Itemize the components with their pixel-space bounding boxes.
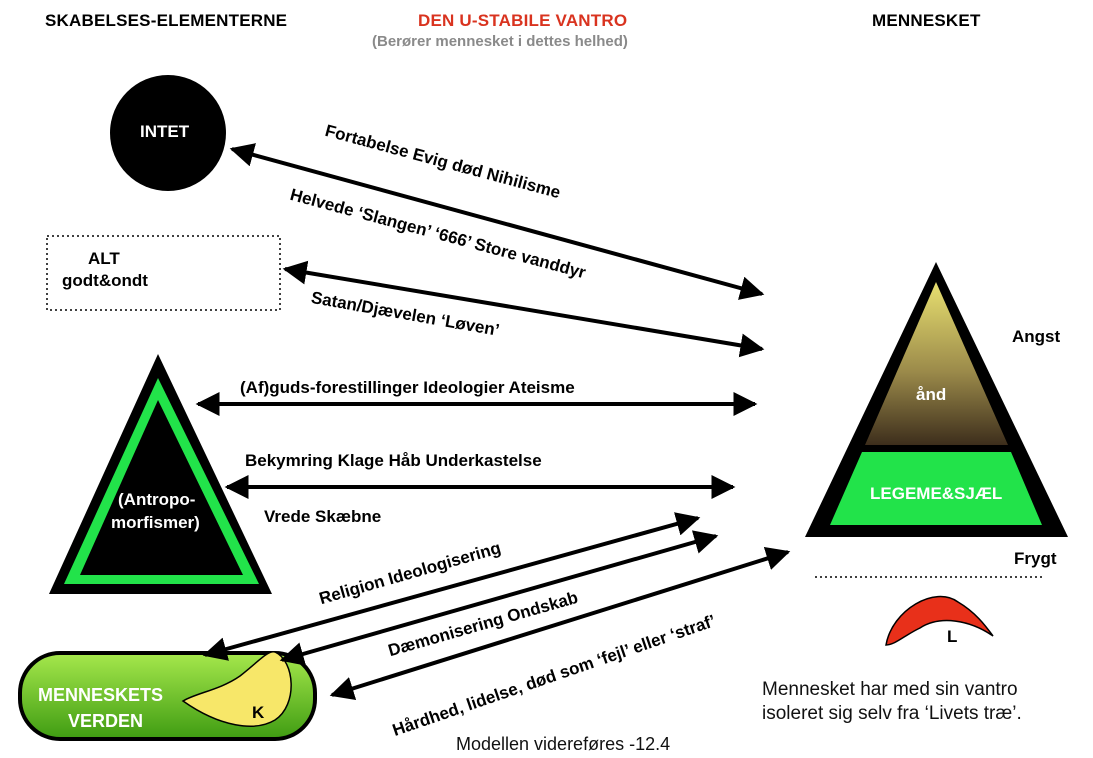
intet-label: INTET [140,122,190,141]
aand-section [865,282,1008,445]
arrow-haardhed [329,547,791,700]
frygt-label: Frygt [1014,549,1057,568]
header-right: MENNESKET [872,11,981,30]
header-left: SKABELSES-ELEMENTERNE [45,11,288,30]
intet-circle [110,75,226,191]
angst-label: Angst [1012,327,1061,346]
header-center-sub: (Berører mennesket i dettes helhed) [372,33,628,50]
header-center: DEN U-STABILE VANTRO [418,11,628,30]
antropo-label-2: morfismer) [111,513,200,532]
l-label: L [947,627,958,646]
arrow-alt [282,260,765,358]
aand-label: ånd [916,385,947,404]
antropo-label-1: (Antropo- [118,490,196,509]
legeme-section [830,452,1042,525]
l-red-shape [885,595,994,646]
antropo-triangle-inner [80,400,243,575]
isolation-note-1: Mennesket har med sin vantro [762,679,1018,700]
legeme-label: LEGEME&SJÆL [870,484,1003,503]
arrow-label-afguds: (Af)guds-forestillinger Ideologier Ateis… [240,378,575,397]
isolation-note-2: isoleret sig selv fra ‘Livets træ’. [762,703,1022,724]
alt-sub-label: godt&ondt [62,271,148,290]
menneskets-label-2: VERDEN [68,711,144,731]
footer-note: Modellen videreføres -12.4 [456,734,671,754]
arrow-label-bekymring: Bekymring Klage Håb Underkastelse [245,451,542,470]
arrow-label-vrede: Vrede Skæbne [264,507,382,526]
alt-label: ALT [88,249,120,268]
k-label: K [252,703,265,722]
menneskets-label-1: MENNESKETS [38,685,164,705]
